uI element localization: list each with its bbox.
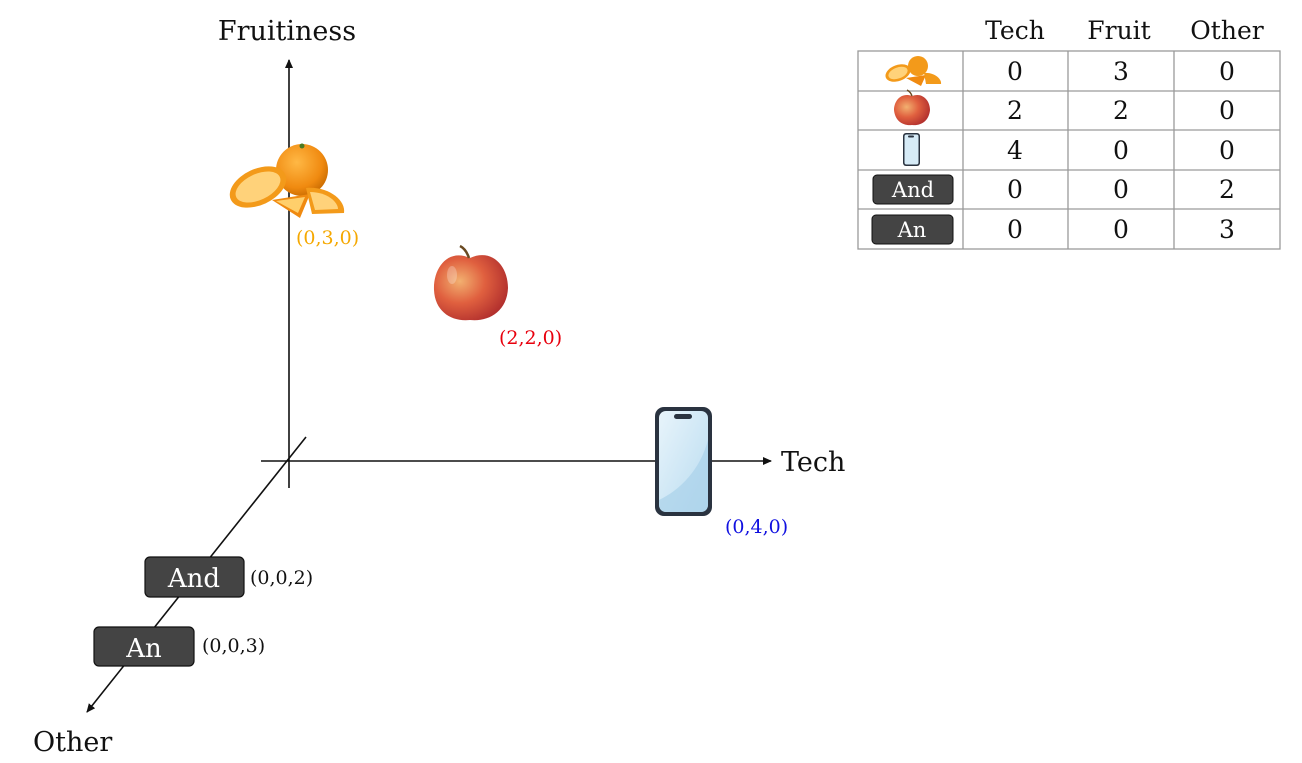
table-row: And 0 0 2 — [872, 174, 1235, 205]
token-and: And — [144, 556, 245, 598]
and-coord-label: (0,0,2) — [250, 567, 313, 589]
table-phone-icon — [903, 133, 920, 166]
table-cell: 0 — [1007, 57, 1023, 86]
table-cell: 0 — [1007, 215, 1023, 244]
table-token-and-text: And — [891, 178, 934, 202]
table-cell: 4 — [1007, 136, 1023, 165]
table-grid — [857, 50, 1281, 250]
table-cell: 0 — [1007, 175, 1023, 204]
table-header-other: Other — [1190, 16, 1263, 45]
table-header-fruit: Fruit — [1087, 16, 1150, 45]
table-cell: 0 — [1219, 136, 1235, 165]
table-token-an-text: An — [897, 218, 927, 242]
apple-icon — [433, 244, 508, 321]
orange-coord-label: (0,3,0) — [296, 227, 359, 249]
table-cell: 0 — [1113, 215, 1129, 244]
table-cell: 2 — [1219, 175, 1235, 204]
table-header-tech: Tech — [985, 16, 1045, 45]
table-cell: 0 — [1219, 57, 1235, 86]
table-cell: 3 — [1113, 57, 1129, 86]
phone-coord-label: (0,4,0) — [725, 516, 788, 538]
table-cell: 3 — [1219, 215, 1235, 244]
token-an: An — [93, 626, 195, 667]
orange-slices-icon — [229, 143, 345, 218]
axes: Fruitiness Tech Other — [33, 16, 845, 758]
table-row: 2 2 0 — [894, 89, 1235, 126]
an-coord-label: (0,0,3) — [202, 635, 265, 657]
table-cell: 2 — [1113, 96, 1129, 125]
table-row: 4 0 0 — [903, 133, 1235, 166]
count-table: Tech Fruit Other 0 3 0 — [857, 16, 1281, 250]
other-axis-label: Other — [33, 727, 112, 758]
token-an-text: An — [125, 634, 162, 664]
fruitiness-axis-label: Fruitiness — [218, 16, 356, 47]
table-token-and: And — [872, 174, 954, 205]
tech-axis-label: Tech — [781, 447, 845, 478]
token-and-text: And — [167, 564, 220, 594]
table-cell: 0 — [1219, 96, 1235, 125]
smartphone-icon — [655, 407, 712, 516]
apple-coord-label: (2,2,0) — [499, 327, 562, 349]
table-apple-icon — [894, 89, 930, 126]
table-orange-icon — [885, 56, 942, 86]
table-cell: 2 — [1007, 96, 1023, 125]
table-row: An 0 0 3 — [871, 214, 1235, 245]
table-cell: 0 — [1113, 136, 1129, 165]
table-row: 0 3 0 — [885, 56, 1235, 86]
table-token-an: An — [871, 214, 954, 245]
table-cell: 0 — [1113, 175, 1129, 204]
